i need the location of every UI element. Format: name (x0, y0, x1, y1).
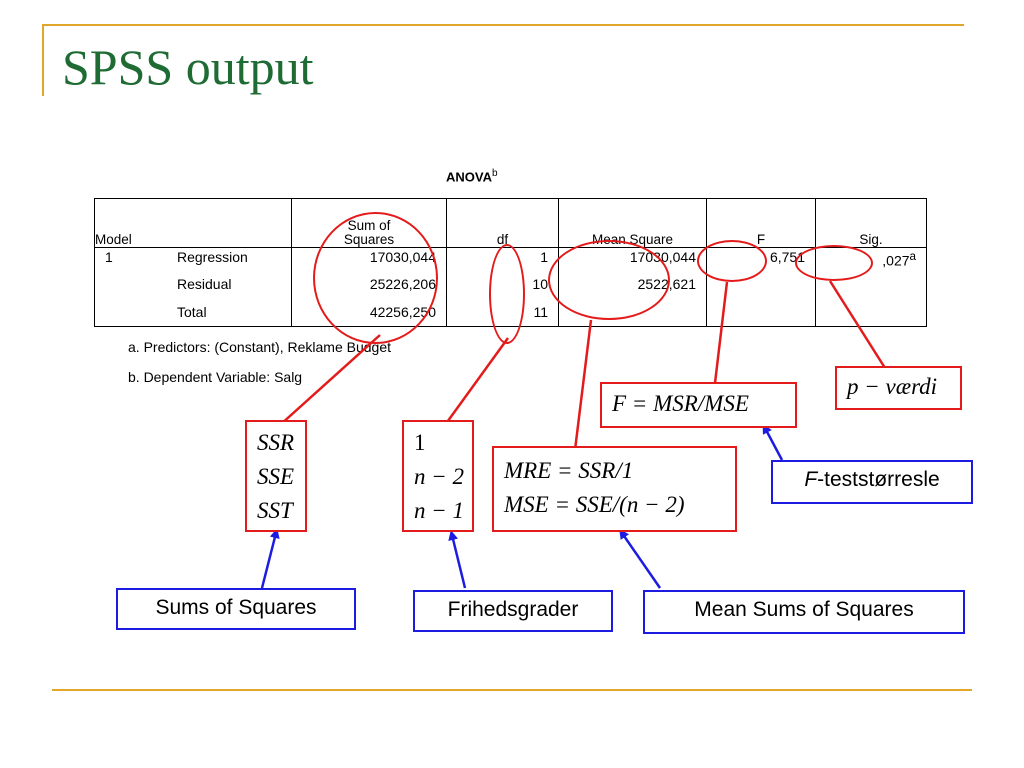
p-value-box: p − værdi (835, 366, 962, 410)
row-label: Total (177, 303, 207, 320)
df-n-minus-1-text: n − 1 (414, 498, 465, 523)
footnote-a: a. Predictors: (Constant), Reklame Budge… (128, 339, 392, 355)
left-accent-bar (42, 24, 44, 96)
header-model: Model (94, 198, 292, 248)
footnote-b: b. Dependent Variable: Salg (128, 369, 303, 385)
row-label: Residual (177, 275, 232, 292)
sums-of-squares-label: Sums of Squares (116, 588, 356, 630)
header-df: df (446, 198, 559, 248)
sst-text: SST (257, 498, 293, 523)
model-number: 1 (105, 249, 113, 265)
mse-formula: MSE = SSE/(n − 2) (504, 492, 685, 517)
ms-highlight-ellipse (548, 240, 670, 320)
sig-sup: a (909, 250, 916, 263)
ms-arrow (619, 528, 662, 589)
bottom-rule (52, 689, 972, 691)
slide-title: SPSS output (62, 39, 314, 95)
f-formula: F = MSR/MSE (612, 391, 749, 416)
ssr-text: SSR (257, 430, 295, 455)
top-rule (42, 24, 964, 26)
f-highlight-ellipse (697, 240, 767, 282)
ss-arrow (260, 528, 280, 589)
ms-formula-box: MRE = SSR/1 MSE = SSE/(n − 2) (492, 446, 737, 532)
row-label-cell: 1 Regression (94, 247, 292, 270)
anova-caption: ANOVAb (446, 168, 498, 184)
df-connector (443, 337, 510, 426)
anova-caption-sup: b (491, 168, 498, 179)
ss-highlight-ellipse (313, 212, 438, 344)
df-n-minus-2-text: n − 2 (414, 464, 465, 489)
df-highlight-ellipse (489, 244, 525, 344)
f-label-arrow (762, 423, 784, 461)
header-sig: Sig. (815, 198, 927, 248)
row-label-cell: Residual (94, 269, 292, 298)
header-mean-square: Mean Square (558, 198, 707, 248)
sig-value: ,027 (882, 252, 910, 269)
sig-highlight-ellipse (795, 245, 873, 281)
ss-formula-box: SSR SSE SST (245, 420, 307, 532)
row-label: Regression (177, 249, 248, 265)
df-one-text: 1 (414, 430, 426, 455)
mean-sums-of-squares-label: Mean Sums of Squares (643, 590, 965, 634)
f-label-italic: F (804, 468, 818, 491)
anova-caption-text: ANOVA (446, 169, 492, 185)
p-value-text: p − værdi (847, 374, 938, 399)
df-formula-box: 1 n − 2 n − 1 (402, 420, 474, 532)
ms-connector (573, 319, 593, 451)
frihedsgrader-label: Frihedsgrader (413, 590, 613, 632)
row-label-cell: Total (94, 297, 292, 327)
header-f: F (706, 198, 816, 248)
mre-formula: MRE = SSR/1 (504, 458, 634, 483)
f-label-rest: -teststørresle (817, 468, 940, 491)
df-arrow (448, 530, 467, 589)
f-teststorrelse-label: F-teststørresle (771, 460, 973, 504)
sig-value (815, 297, 927, 327)
sse-text: SSE (257, 464, 295, 489)
f-formula-box: F = MSR/MSE (600, 382, 797, 428)
f-value (706, 297, 816, 327)
